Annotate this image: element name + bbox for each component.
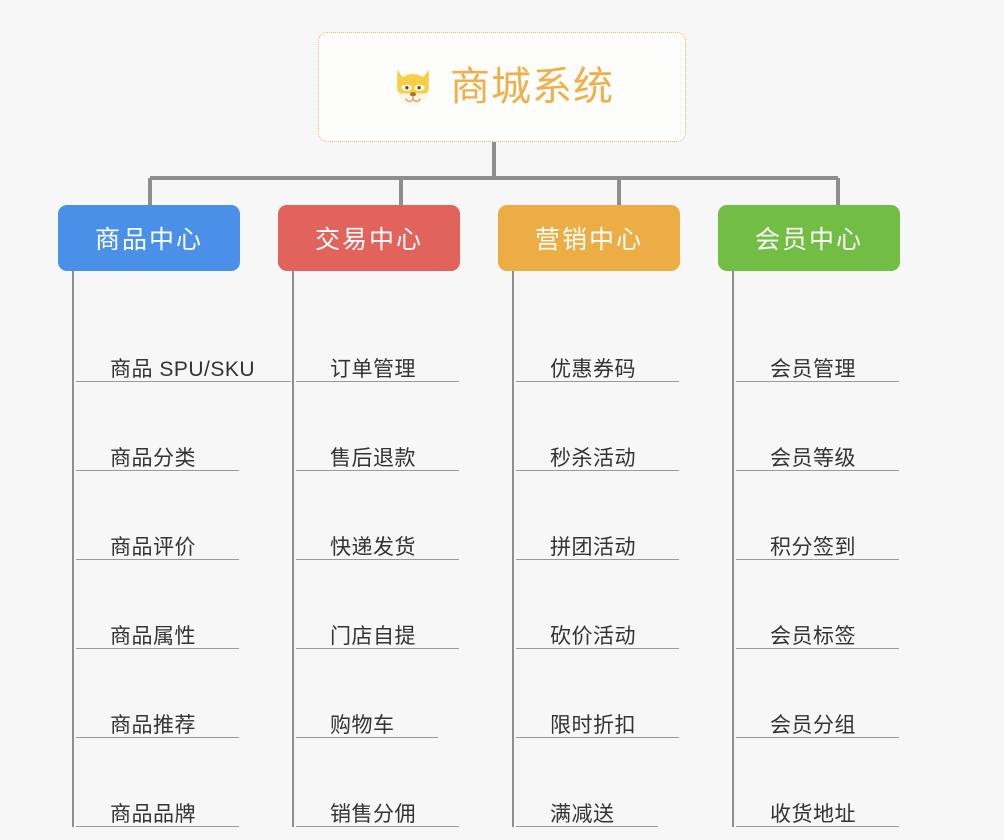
category-columns: 商品中心 商品 SPU/SKU 商品分类 商品评价 商品属性 商品推荐 商品品牌… bbox=[58, 205, 948, 827]
leaf-label: 商品品牌 bbox=[110, 802, 196, 826]
leaf-item[interactable]: 门店自提 bbox=[296, 560, 460, 649]
leaf-label: 购物车 bbox=[330, 713, 395, 737]
leaf-list-trade-center: 订单管理 售后退款 快递发货 门店自提 购物车 销售分佣 bbox=[292, 271, 460, 827]
column-marketing-center: 营销中心 优惠券码 秒杀活动 拼团活动 砍价活动 限时折扣 满减送 bbox=[498, 205, 680, 827]
leaf-label: 商品推荐 bbox=[110, 713, 196, 737]
root-node[interactable]: 商城系统 bbox=[318, 32, 686, 142]
leaf-item[interactable]: 商品评价 bbox=[76, 471, 240, 560]
leaf-item[interactable]: 会员分组 bbox=[736, 649, 900, 738]
leaf-item[interactable]: 销售分佣 bbox=[296, 738, 460, 827]
category-title: 商品中心 bbox=[94, 226, 203, 254]
leaf-item[interactable]: 收货地址 bbox=[736, 738, 900, 827]
category-title: 会员中心 bbox=[754, 226, 863, 254]
category-header-product-center[interactable]: 商品中心 bbox=[58, 205, 240, 271]
leaf-item[interactable]: 砍价活动 bbox=[516, 560, 680, 649]
leaf-list-product-center: 商品 SPU/SKU 商品分类 商品评价 商品属性 商品推荐 商品品牌 bbox=[72, 271, 291, 827]
leaf-label: 商品属性 bbox=[110, 624, 196, 648]
leaf-label: 秒杀活动 bbox=[550, 446, 636, 470]
leaf-item[interactable]: 商品 SPU/SKU bbox=[76, 293, 291, 382]
leaf-item[interactable]: 秒杀活动 bbox=[516, 382, 680, 471]
leaf-item[interactable]: 商品属性 bbox=[76, 560, 240, 649]
category-header-marketing-center[interactable]: 营销中心 bbox=[498, 205, 680, 271]
leaf-item[interactable]: 积分签到 bbox=[736, 471, 900, 560]
category-header-member-center[interactable]: 会员中心 bbox=[718, 205, 900, 271]
leaf-label: 门店自提 bbox=[330, 624, 416, 648]
category-header-trade-center[interactable]: 交易中心 bbox=[278, 205, 460, 271]
leaf-label: 会员标签 bbox=[770, 624, 856, 648]
leaf-label: 商品 SPU/SKU bbox=[110, 357, 256, 381]
leaf-label: 砍价活动 bbox=[550, 624, 636, 648]
leaf-item[interactable]: 商品品牌 bbox=[76, 738, 240, 827]
category-title: 营销中心 bbox=[534, 226, 643, 254]
leaf-label: 积分签到 bbox=[770, 535, 856, 559]
leaf-label: 会员分组 bbox=[770, 713, 856, 737]
root-node-wrapper: 商城系统 bbox=[0, 32, 1004, 142]
root-title: 商城系统 bbox=[450, 65, 614, 109]
column-product-center: 商品中心 商品 SPU/SKU 商品分类 商品评价 商品属性 商品推荐 商品品牌 bbox=[58, 205, 291, 827]
leaf-item[interactable]: 优惠券码 bbox=[516, 293, 680, 382]
category-title: 交易中心 bbox=[314, 226, 423, 254]
leaf-label: 限时折扣 bbox=[550, 713, 636, 737]
leaf-label: 销售分佣 bbox=[330, 802, 416, 826]
leaf-item[interactable]: 限时折扣 bbox=[516, 649, 680, 738]
leaf-item[interactable]: 售后退款 bbox=[296, 382, 460, 471]
shiba-dog-face-icon bbox=[397, 69, 429, 106]
leaf-item[interactable]: 会员标签 bbox=[736, 560, 900, 649]
leaf-label: 商品分类 bbox=[110, 446, 196, 470]
leaf-label: 商品评价 bbox=[110, 535, 196, 559]
leaf-item[interactable]: 拼团活动 bbox=[516, 471, 680, 560]
leaf-label: 快递发货 bbox=[330, 535, 416, 559]
leaf-label: 会员管理 bbox=[770, 357, 856, 381]
leaf-label: 满减送 bbox=[550, 802, 615, 826]
leaf-label: 售后退款 bbox=[330, 446, 416, 470]
column-member-center: 会员中心 会员管理 会员等级 积分签到 会员标签 会员分组 收货地址 bbox=[718, 205, 900, 827]
leaf-list-member-center: 会员管理 会员等级 积分签到 会员标签 会员分组 收货地址 bbox=[732, 271, 900, 827]
leaf-item[interactable]: 商品分类 bbox=[76, 382, 240, 471]
leaf-item[interactable]: 会员等级 bbox=[736, 382, 900, 471]
leaf-list-marketing-center: 优惠券码 秒杀活动 拼团活动 砍价活动 限时折扣 满减送 bbox=[512, 271, 680, 827]
leaf-label: 优惠券码 bbox=[550, 357, 636, 381]
leaf-item[interactable]: 满减送 bbox=[516, 738, 680, 827]
leaf-item[interactable]: 商品推荐 bbox=[76, 649, 240, 738]
column-trade-center: 交易中心 订单管理 售后退款 快递发货 门店自提 购物车 销售分佣 bbox=[278, 205, 460, 827]
leaf-item[interactable]: 订单管理 bbox=[296, 293, 460, 382]
leaf-label: 拼团活动 bbox=[550, 535, 636, 559]
leaf-item[interactable]: 会员管理 bbox=[736, 293, 900, 382]
leaf-label: 会员等级 bbox=[770, 446, 856, 470]
leaf-label: 订单管理 bbox=[330, 357, 416, 381]
leaf-label: 收货地址 bbox=[770, 802, 856, 826]
leaf-item[interactable]: 购物车 bbox=[296, 649, 460, 738]
leaf-item[interactable]: 快递发货 bbox=[296, 471, 460, 560]
